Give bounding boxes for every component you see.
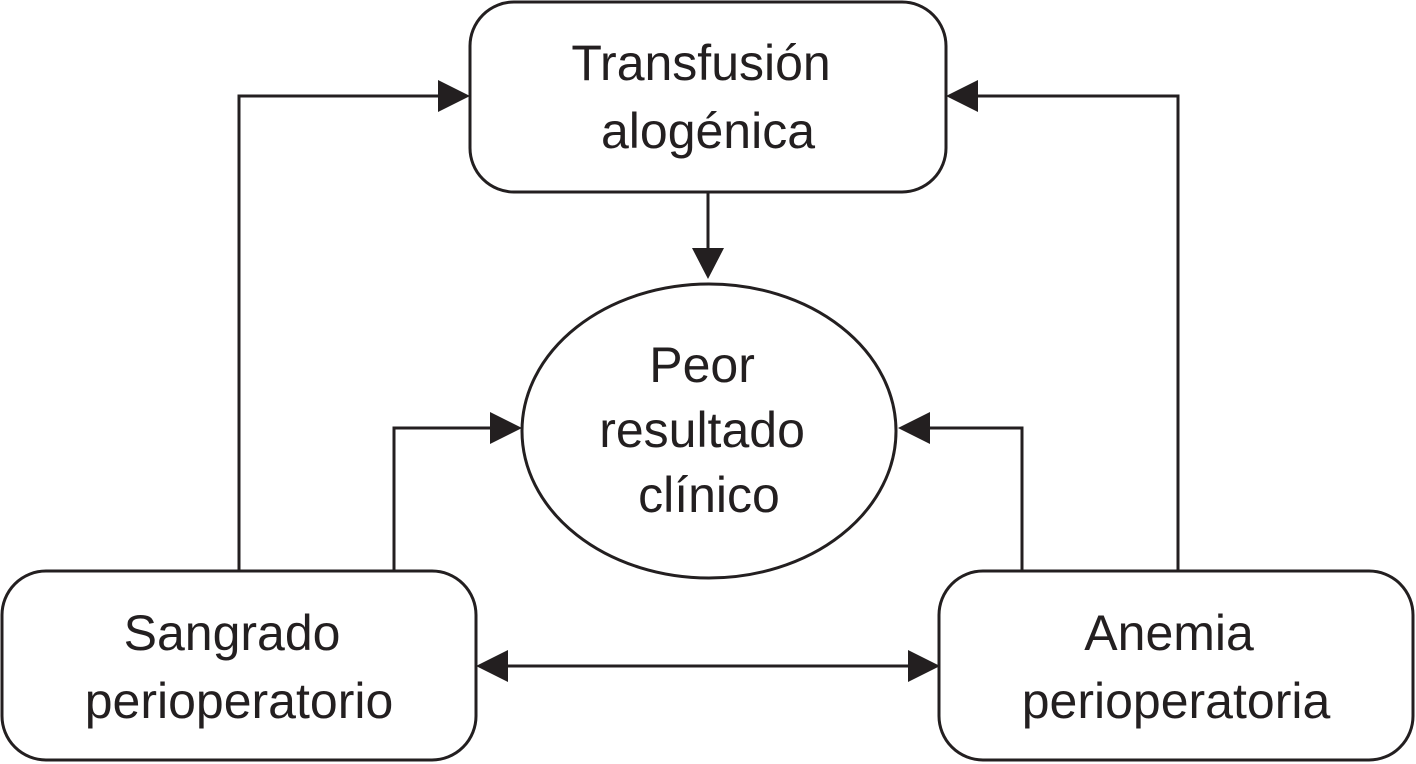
arrowhead-down-icon xyxy=(692,248,724,279)
connectors xyxy=(237,94,1180,668)
arrowhead-right-icon xyxy=(490,412,522,444)
node-bleeding-line-1: Sangrado xyxy=(124,605,341,661)
node-outcome-ellipse xyxy=(520,282,898,580)
arrowhead-left-icon xyxy=(476,650,508,682)
node-transfusion-text: Transfusión alogénica xyxy=(571,35,844,159)
node-anemia-box xyxy=(937,569,1415,762)
node-outcome-line-2: resultado xyxy=(599,402,805,458)
arrowhead-right-icon xyxy=(438,80,470,112)
node-transfusion-line-1: Transfusión xyxy=(571,35,830,91)
edge-anemia-to-outcome xyxy=(928,426,1024,571)
node-outcome-line-3: clínico xyxy=(638,467,780,523)
edge-anemia-to-transfusion xyxy=(976,94,1180,571)
node-bleeding-text: Sangrado perioperatorio xyxy=(85,605,394,729)
node-anemia-text: Anemia perioperatoria xyxy=(1022,605,1331,729)
node-bleeding-box xyxy=(0,569,478,762)
edge-bleeding-to-outcome xyxy=(392,426,492,571)
node-outcome: Peor resultado clínico xyxy=(520,282,898,580)
node-anemia-line-2: perioperatoria xyxy=(1022,673,1331,729)
node-anemia: Anemia perioperatoria xyxy=(937,569,1415,762)
node-transfusion-line-2: alogénica xyxy=(601,103,815,159)
node-bleeding-line-2: perioperatorio xyxy=(85,673,394,729)
node-outcome-text: Peor resultado clínico xyxy=(599,337,819,523)
edge-bleeding-to-transfusion xyxy=(237,94,440,571)
arrowhead-left-icon xyxy=(898,412,930,444)
arrowheads xyxy=(438,80,978,682)
node-outcome-line-1: Peor xyxy=(649,337,755,393)
arrowhead-right-icon xyxy=(908,650,940,682)
arrowhead-left-icon xyxy=(946,80,978,112)
node-transfusion-box xyxy=(468,0,948,194)
node-transfusion: Transfusión alogénica xyxy=(468,0,948,194)
node-anemia-line-1: Anemia xyxy=(1084,605,1254,661)
node-bleeding: Sangrado perioperatorio xyxy=(0,569,478,762)
